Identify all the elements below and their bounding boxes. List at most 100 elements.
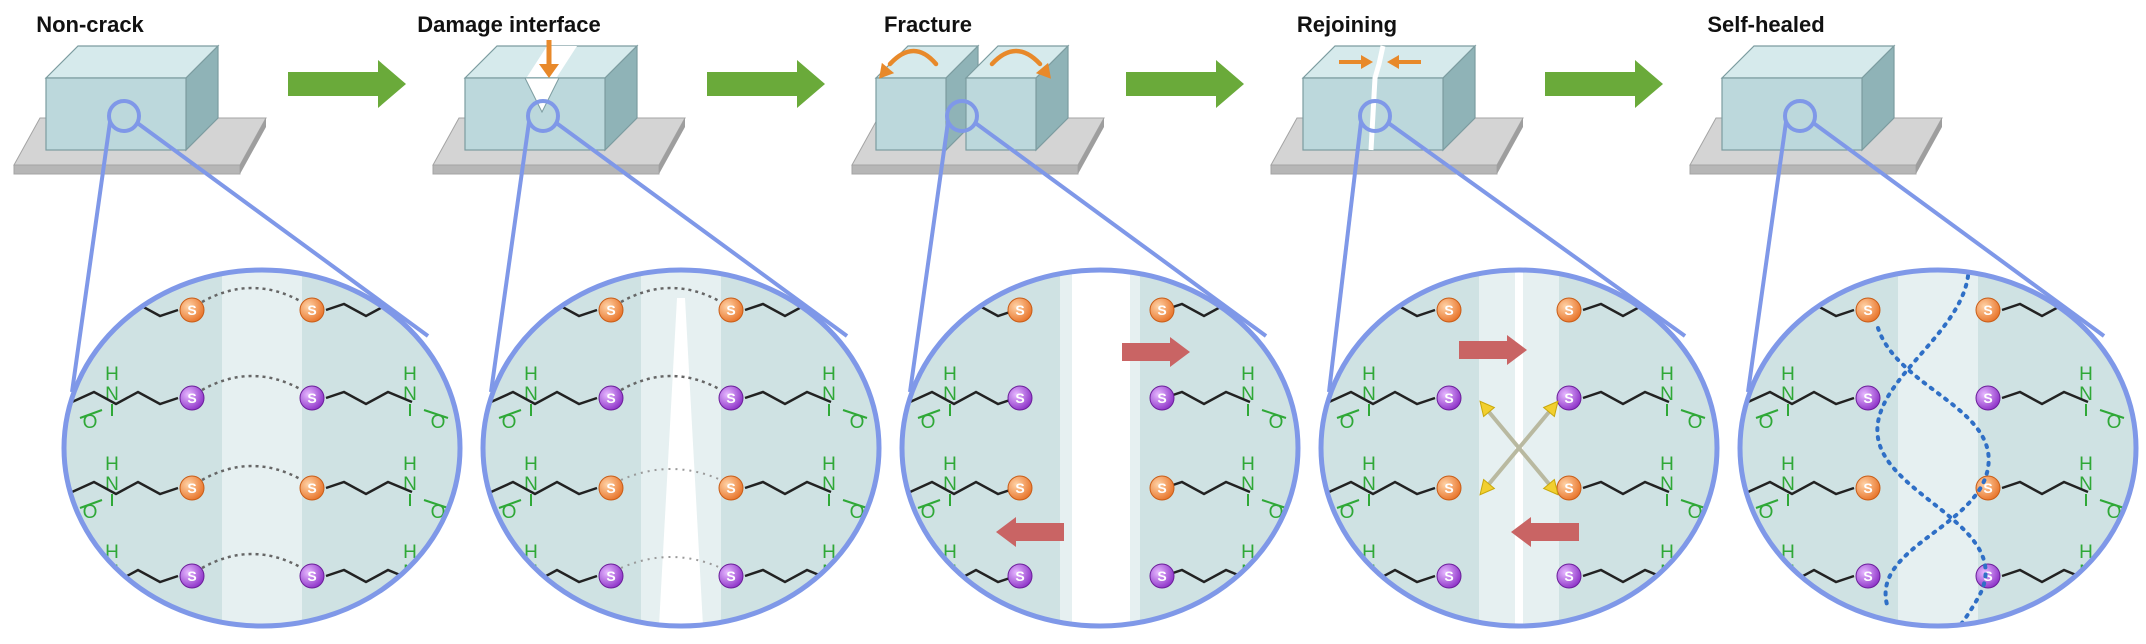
zoom-leader-right [972, 120, 1268, 338]
sulfur-label: S [1444, 302, 1453, 318]
sulfur-label: S [1444, 390, 1453, 406]
sulfur-atom [1149, 297, 1175, 323]
sulfur-label: S [726, 390, 735, 406]
sulfur-label: S [307, 568, 316, 584]
chem-nitrogen: N [403, 296, 417, 317]
bond-green [498, 409, 522, 419]
exchange-arrow-2 [1517, 410, 1551, 450]
chem-hydrogen: H [1781, 364, 1795, 385]
chem-oxygen: O [850, 590, 865, 611]
red-arrow-right [1459, 335, 1527, 365]
sulfur-label: S [606, 390, 615, 406]
sulfur-label: S [1157, 480, 1166, 496]
bond-green [917, 587, 941, 597]
sulfur-atom [179, 563, 205, 589]
magnifier-ring [945, 99, 979, 133]
press-arrow-head [539, 64, 559, 78]
chem-hydrogen: H [822, 364, 836, 385]
zoom-ring [1318, 267, 1720, 629]
sulfur-label: S [307, 480, 316, 496]
chem-hydrogen: H [822, 276, 836, 297]
stage-label-self-healed: Self-healed [1707, 12, 1824, 37]
sulfur-label: S [1983, 302, 1992, 318]
dynamic-bond [201, 286, 303, 304]
sulfur-atom [1007, 475, 1033, 501]
bond-green [1680, 409, 1706, 419]
sulfur-atom [718, 563, 744, 589]
chain-left [1328, 390, 1436, 406]
chain-right [1582, 480, 1670, 496]
stage-block-damage-interface [432, 40, 686, 175]
chem-nitrogen: N [943, 296, 957, 317]
chem-nitrogen: N [1781, 296, 1795, 317]
chain-left [71, 480, 179, 496]
zoom-leader-left [489, 121, 531, 393]
sulfur-atom [1436, 563, 1462, 589]
magnifier-ring [526, 99, 560, 133]
chem-hydrogen: H [943, 276, 957, 297]
chem-oxygen: O [502, 502, 517, 523]
sulfur-label: S [1983, 568, 1992, 584]
chem-oxygen: O [502, 324, 517, 345]
bond-green [1336, 409, 1360, 419]
chem-oxygen: O [850, 412, 865, 433]
chem-hydrogen: H [1660, 542, 1674, 563]
bond-green [1261, 587, 1287, 597]
chain-right [2001, 390, 2089, 406]
sulfur-label: S [1564, 302, 1573, 318]
chem-oxygen: O [1340, 502, 1355, 523]
bond-green [498, 499, 522, 509]
healed-bond-network-1 [1875, 270, 1988, 626]
bond-green [423, 587, 449, 597]
chem-oxygen: O [1759, 502, 1774, 523]
chem-oxygen: O [83, 324, 98, 345]
chain-left [490, 480, 598, 496]
sulfur-label: S [307, 302, 316, 318]
bond-green [79, 499, 103, 509]
block-front [1721, 77, 1863, 151]
chem-oxygen: O [1759, 590, 1774, 611]
interface-band [222, 270, 302, 626]
chain-left [909, 480, 1017, 496]
chem-oxygen: O [502, 590, 517, 611]
interface-band [1898, 270, 1978, 626]
magnifier-ring [107, 99, 141, 133]
chain-right [1163, 568, 1251, 584]
chain-right [325, 480, 413, 496]
zoom-leader-right [1810, 120, 2106, 338]
bond-green [1336, 499, 1360, 509]
zoom-ring [61, 267, 463, 629]
sulfur-atom [1975, 297, 2001, 323]
red-arrow-left [1511, 517, 1579, 547]
sulfur-atom [598, 563, 624, 589]
bond-green [1261, 321, 1287, 331]
chem-hydrogen: H [105, 276, 119, 297]
sulfur-label: S [726, 480, 735, 496]
chem-oxygen: O [1340, 412, 1355, 433]
chem-hydrogen: H [1362, 454, 1376, 475]
stage-label-non-crack: Non-crack [36, 12, 144, 37]
sulfur-atom [299, 563, 325, 589]
sulfur-atom [1556, 563, 1582, 589]
bond-green [842, 499, 868, 509]
chem-oxygen: O [2107, 412, 2122, 433]
chem-oxygen: O [921, 590, 936, 611]
bond-green [79, 409, 103, 419]
push-arrow-left-head [1361, 55, 1373, 69]
sulfur-label: S [1157, 568, 1166, 584]
chem-hydrogen: H [403, 364, 417, 385]
zoom-leader-right [1385, 120, 1687, 338]
stage-block-non-crack [13, 44, 267, 175]
sulfur-label: S [1863, 480, 1872, 496]
sulfur-atom [1975, 385, 2001, 411]
sulfur-atom [299, 297, 325, 323]
chem-oxygen: O [921, 324, 936, 345]
chem-oxygen: O [1269, 412, 1284, 433]
chem-oxygen: O [1269, 590, 1284, 611]
chain-right [744, 568, 832, 584]
platform-side [1916, 118, 1942, 174]
